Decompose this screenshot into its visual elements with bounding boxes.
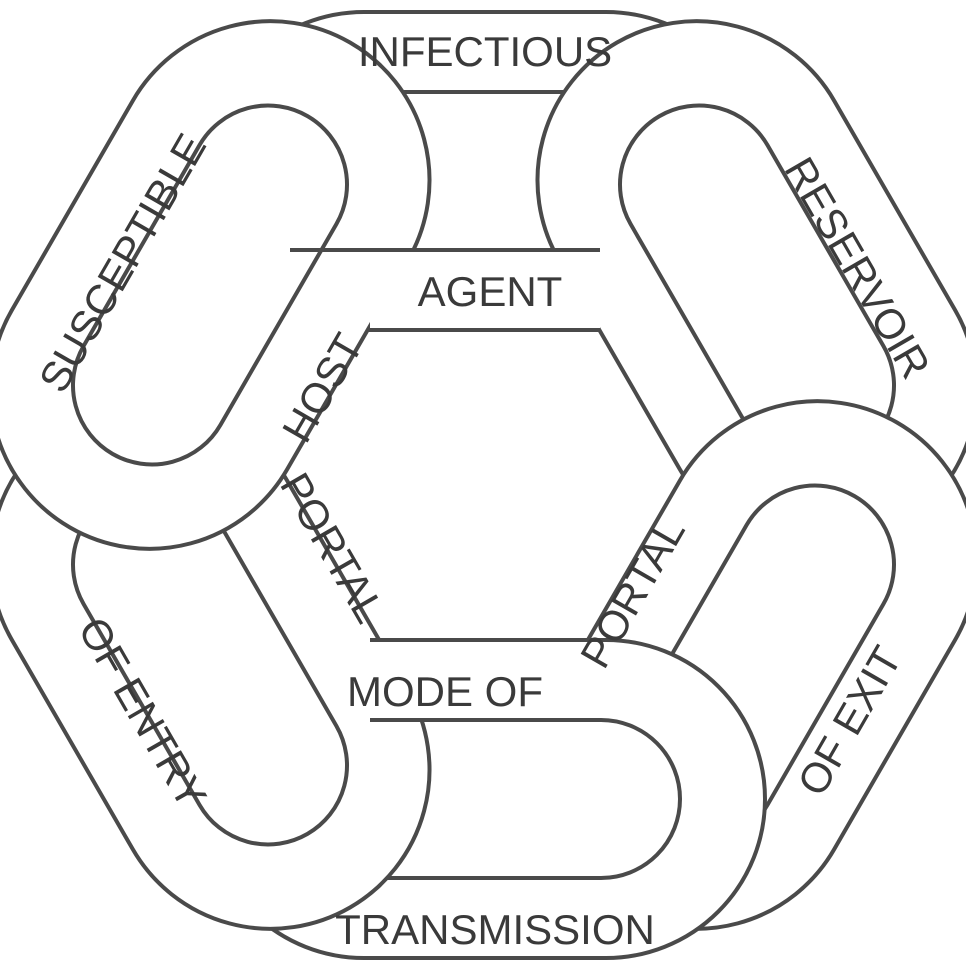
- label-transmission: TRANSMISSION: [335, 906, 655, 953]
- label-mode-of: MODE OF: [347, 668, 543, 715]
- label-agent: AGENT: [418, 268, 563, 315]
- label-infectious: INFECTIOUS: [358, 28, 612, 75]
